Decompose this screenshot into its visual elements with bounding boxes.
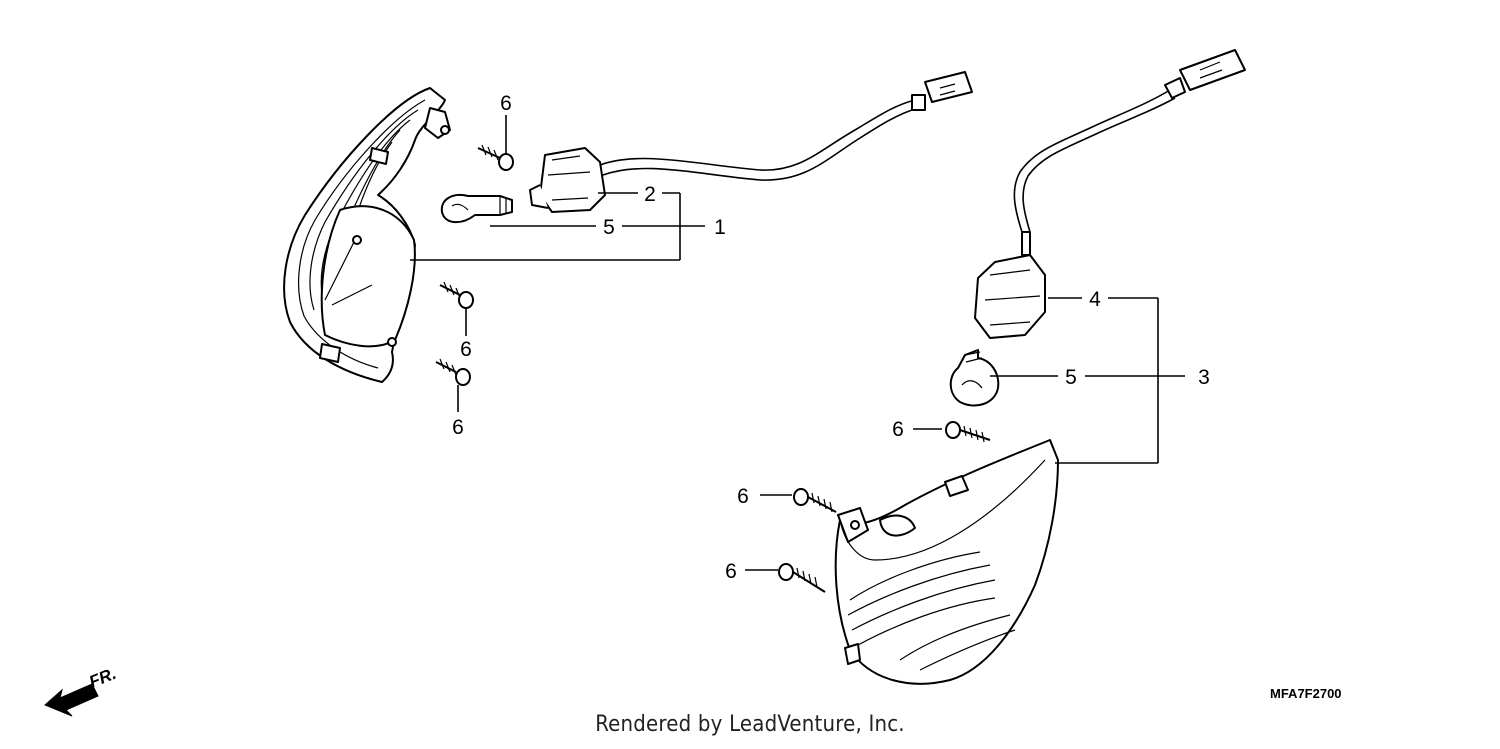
right-screw-bottom <box>778 563 826 593</box>
callout-right-socket: 4 <box>1089 288 1101 311</box>
right-screw-top <box>945 421 991 443</box>
callout-right-bulb: 5 <box>1065 366 1077 389</box>
left-bulb <box>440 194 513 224</box>
diagram-code: MFA7F2700 <box>1270 686 1342 701</box>
callout-left-screw-mid: 6 <box>460 338 472 361</box>
callout-left-socket: 2 <box>644 183 656 206</box>
right-turn-signal-lens <box>834 439 1059 685</box>
callout-right-screw-top: 6 <box>892 418 904 441</box>
callout-right-screw-mid: 6 <box>737 485 749 508</box>
right-screw-mid <box>793 488 837 513</box>
left-turn-signal-lens <box>283 87 451 383</box>
right-socket-harness <box>974 49 1246 339</box>
callout-right-screw-bottom: 6 <box>725 560 737 583</box>
callout-left-screw-top: 6 <box>500 92 512 115</box>
callout-right-assembly: 3 <box>1198 366 1210 389</box>
left-screw-mid <box>439 281 474 309</box>
right-bulb <box>949 349 1000 407</box>
rendered-by-footer: Rendered by LeadVenture, Inc. <box>595 712 905 737</box>
callout-left-assembly: 1 <box>714 216 726 239</box>
front-direction-arrow: FR. <box>44 664 119 717</box>
left-screw-top <box>477 144 514 171</box>
callout-left-bulb: 5 <box>603 216 615 239</box>
left-socket-harness <box>529 71 973 213</box>
left-leader-lines <box>410 115 705 412</box>
callout-left-screw-bottom: 6 <box>452 416 464 439</box>
right-leader-lines <box>745 297 1185 571</box>
front-label: FR. <box>86 664 119 692</box>
left-screw-bottom <box>435 358 471 386</box>
